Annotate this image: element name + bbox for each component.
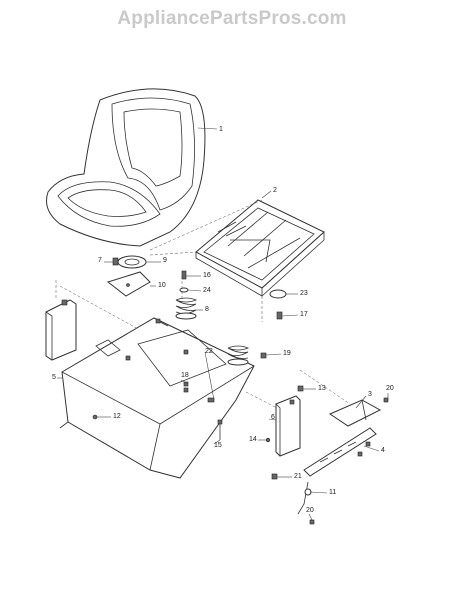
callout-c24: 24 xyxy=(203,287,211,294)
seat-pan xyxy=(59,317,255,479)
watermark: AppliancePartsPros.com xyxy=(117,8,347,29)
callout-c19: 19 xyxy=(283,350,291,357)
callout-c14: 14 xyxy=(249,436,257,443)
callout-c3: 3 xyxy=(368,391,372,398)
left-bracket xyxy=(45,299,77,361)
callout-labels: 1234567891011121314151617181920202122232… xyxy=(52,126,394,514)
callout-c20: 20 xyxy=(386,385,394,392)
callout-c8: 8 xyxy=(205,306,209,313)
slide-rail xyxy=(303,397,389,477)
callout-c12: 12 xyxy=(113,413,121,420)
callout-c7: 7 xyxy=(98,257,102,264)
callout-c9: 9 xyxy=(163,257,167,264)
seat-plate xyxy=(195,199,325,297)
spring xyxy=(175,297,198,320)
linkage-rod xyxy=(297,481,315,525)
callout-c16: 16 xyxy=(203,272,211,279)
callout-c6: 6 xyxy=(271,414,275,421)
callout-c18: 18 xyxy=(181,372,189,379)
seat-bracket xyxy=(106,271,151,297)
callout-c15: 15 xyxy=(214,442,222,449)
callout-c21: 21 xyxy=(294,473,302,480)
callout-c4: 4 xyxy=(381,447,385,454)
bolt-and-washer xyxy=(179,270,189,293)
callout-c2: 2 xyxy=(273,187,277,194)
seat-spring-mount xyxy=(112,255,147,269)
callout-c22: 22 xyxy=(205,348,213,355)
callout-c13: 13 xyxy=(318,385,326,392)
callout-c17: 17 xyxy=(300,311,308,318)
callout-c10: 10 xyxy=(158,282,166,289)
callout-c20b: 20 xyxy=(306,507,314,514)
adjust-bracket xyxy=(265,385,304,480)
callout-c23: 23 xyxy=(300,290,308,297)
seat xyxy=(46,88,206,247)
callout-c1: 1 xyxy=(219,126,223,133)
callout-c11: 11 xyxy=(329,489,336,496)
leader-lines xyxy=(57,127,389,521)
washer-and-screw xyxy=(269,289,287,320)
callout-c5: 5 xyxy=(52,374,56,381)
front-spring xyxy=(227,345,250,366)
